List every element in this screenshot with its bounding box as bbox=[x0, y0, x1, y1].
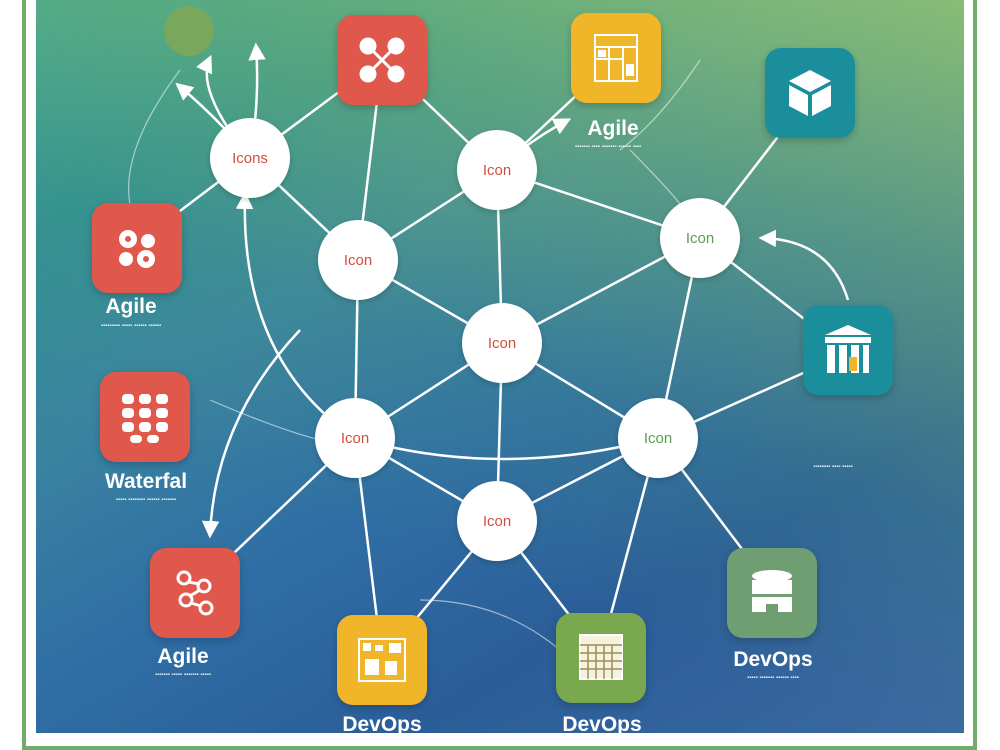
label-agile: Agile bbox=[157, 645, 209, 668]
node-icon[interactable]: Icon bbox=[318, 220, 398, 300]
node-label: Icon bbox=[340, 429, 370, 447]
node-label: Icon bbox=[343, 251, 373, 269]
board-icon bbox=[594, 34, 638, 82]
grid-tile[interactable] bbox=[100, 372, 190, 462]
thin-curve bbox=[419, 599, 561, 651]
arrow-curve bbox=[758, 229, 850, 301]
node-icon[interactable]: Icon bbox=[315, 398, 395, 478]
molecule-icon bbox=[176, 570, 214, 616]
diagram-frame: Icons Icon Icon Icon Icon Icon Icon Icon bbox=[22, 0, 977, 750]
grid-icon bbox=[122, 394, 168, 443]
label-agile: Agile bbox=[587, 117, 639, 140]
node-label: Icon bbox=[482, 161, 512, 179]
cube-icon bbox=[789, 70, 831, 116]
building-tile[interactable] bbox=[803, 305, 893, 395]
label-devops: DevOps bbox=[562, 713, 642, 736]
node-icon[interactable]: Icon bbox=[462, 303, 542, 383]
database-icon bbox=[752, 570, 792, 612]
calendar-tile[interactable] bbox=[556, 613, 646, 703]
gears-icon bbox=[119, 230, 155, 268]
node-label: Icon bbox=[487, 334, 517, 352]
building-icon bbox=[825, 325, 871, 373]
node-label: Icon bbox=[685, 229, 715, 247]
molecule-tile[interactable] bbox=[150, 548, 240, 638]
gears-tile[interactable] bbox=[92, 203, 182, 293]
decorative-dot bbox=[164, 6, 214, 56]
edge-curve bbox=[354, 436, 659, 461]
node-label: Icon bbox=[482, 512, 512, 530]
fine-text: ▪▪▪▪▪▪▪ ▪▪▪▪ ▪▪▪▪▪▪▪ ▪▪▪▪▪▪ ▪▪▪▪ bbox=[574, 144, 642, 150]
node-icon[interactable]: Icon bbox=[457, 130, 537, 210]
label-agile: Agile bbox=[105, 295, 157, 318]
thin-curve bbox=[127, 69, 181, 206]
node-label: Icon bbox=[643, 429, 673, 447]
network-icon bbox=[359, 37, 405, 83]
database-tile[interactable] bbox=[727, 548, 817, 638]
kanban-tile[interactable] bbox=[337, 615, 427, 705]
fine-text: ▪▪▪▪▪▪▪▪▪ ▪▪▪▪▪ ▪▪▪▪▪▪ ▪▪▪▪▪▪ bbox=[100, 323, 162, 329]
node-icon[interactable]: Icon bbox=[618, 398, 698, 478]
network-tile[interactable] bbox=[337, 15, 427, 105]
calendar-icon bbox=[579, 634, 623, 680]
label-devops: DevOps bbox=[733, 648, 813, 671]
node-icons[interactable]: Icons bbox=[210, 118, 290, 198]
fine-text: ▪▪▪▪▪ ▪▪▪▪▪▪▪▪ ▪▪▪▪▪▪ ▪▪▪▪▪▪▪ bbox=[115, 497, 177, 503]
node-icon[interactable]: Icon bbox=[660, 198, 740, 278]
node-icon[interactable]: Icon bbox=[457, 481, 537, 561]
cube-tile[interactable] bbox=[765, 48, 855, 138]
arrow-curve bbox=[201, 329, 301, 539]
fine-text: ▪▪▪▪▪▪▪ ▪▪▪▪▪ ▪▪▪▪▪▪▪ ▪▪▪▪▪ bbox=[154, 672, 212, 678]
kanban-icon bbox=[358, 638, 406, 682]
thin-curve bbox=[619, 59, 701, 151]
label-devops: DevOps bbox=[342, 713, 422, 736]
fine-text: ▪▪▪▪▪▪▪▪ ▪▪▪▪ ▪▪▪▪▪ bbox=[813, 464, 853, 470]
fine-text: ▪▪▪▪▪ ▪▪▪▪▪▪▪ ▪▪▪▪▪▪ ▪▪▪▪ bbox=[747, 675, 799, 681]
node-label: Icons bbox=[232, 149, 268, 167]
label-waterfall: Waterfal bbox=[104, 470, 188, 493]
board-tile[interactable] bbox=[571, 13, 661, 103]
thin-curve bbox=[209, 399, 321, 441]
